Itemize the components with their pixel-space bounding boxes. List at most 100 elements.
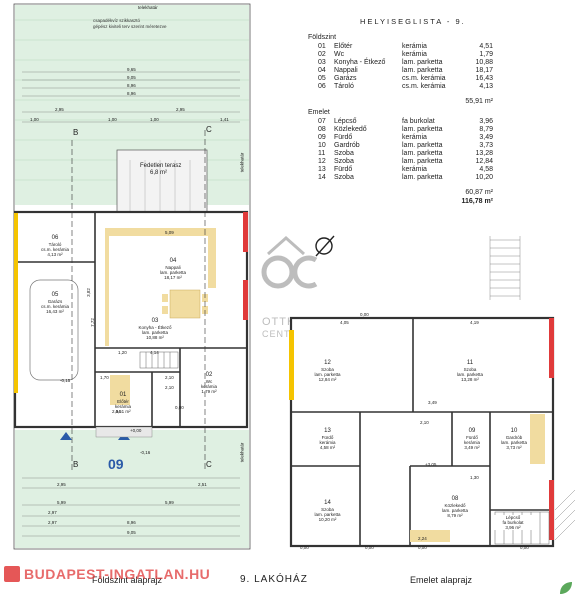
room-list-floor: lam. parketta xyxy=(402,67,443,74)
ground-accent-red-2 xyxy=(243,280,248,320)
room-list-name: Wc xyxy=(334,51,345,58)
dim-u-6: 3,49 xyxy=(428,400,437,405)
watermark-house-icon xyxy=(4,566,20,582)
dim-top-7: 2,95 xyxy=(176,107,185,112)
room-list-area: 12,84 xyxy=(475,158,493,165)
dim-g-12: 2,94 xyxy=(112,409,121,414)
dim-g-18: 8,96 xyxy=(127,520,136,525)
dim-u-10: 0,00 xyxy=(365,545,374,550)
dim-top-9: 1,00 xyxy=(150,117,159,122)
dim-u-11: 0,00 xyxy=(418,545,427,550)
logo-line-2: CENTRUM xyxy=(262,329,314,339)
room-list-floor: cs.m. kerámia xyxy=(402,83,446,90)
room-list-area: 3,49 xyxy=(479,134,493,141)
dim-g-7: 2,10 xyxy=(165,385,174,390)
dim-g-17: 5,99 xyxy=(165,500,174,505)
upper-accent-red-1 xyxy=(549,318,554,378)
kitchen-counter xyxy=(105,228,215,236)
room-list-num: 06 xyxy=(318,83,326,90)
room-list-name: Gardrób xyxy=(334,142,360,149)
dim-g-1: 5,09 xyxy=(165,230,174,235)
room-05: 05 Garázs cs.m. kerámia 16,43 m² xyxy=(40,292,69,314)
room-list-num: 11 xyxy=(318,150,326,157)
room-list-area: 4,51 xyxy=(479,43,493,50)
garden-bottom xyxy=(15,430,249,548)
room-10: 10 Gardrób lam. parketta 3,73 m² xyxy=(500,428,527,450)
room-list-name: Közlekedő xyxy=(334,126,367,133)
dim-u-7: 2,24 xyxy=(418,536,427,541)
dim-g-11: +0,00 xyxy=(130,428,142,433)
room-12: 12 Szoba lam. parketta 12,84 m² xyxy=(314,360,341,382)
room-list-num: 09 xyxy=(318,134,326,141)
dim-top-2: 9,05 xyxy=(127,75,136,80)
room-list-name: Konyha - Étkező xyxy=(334,59,386,66)
dim-top-4: 8,96 xyxy=(127,91,136,96)
upper-floor-label: Emelet xyxy=(308,109,330,116)
dim-g-20: 2,97 xyxy=(48,510,57,515)
upper-outline xyxy=(289,316,555,548)
room-list-num: 13 xyxy=(318,166,326,173)
room-13: 13 Fürdő kerámia 4,58 m² xyxy=(319,428,336,450)
room-04: 04 Nappali lam. parketta 18,17 m² xyxy=(159,258,186,280)
upper-accent-yellow xyxy=(289,330,294,400)
drain-note-2: gépész kiviteli terv szerint méretezve xyxy=(93,24,167,29)
room-list-area: 4,58 xyxy=(479,166,493,173)
dim-g-4: 1,20 xyxy=(118,350,127,355)
terrace-area: 6,8 m² xyxy=(150,170,168,176)
dim-u-8: 1,30 xyxy=(470,475,479,480)
room-list-num: 05 xyxy=(318,75,326,82)
room-list-area: 13,28 xyxy=(475,150,493,157)
room-list-floor: fa burkolat xyxy=(402,118,435,125)
room-list-floor: kerámia xyxy=(402,51,427,58)
room-list-floor: lam. parketta xyxy=(402,158,443,165)
room-list-area: 10,20 xyxy=(475,174,493,181)
dim-g-15: 2,51 xyxy=(198,482,207,487)
dim-u-4: +3,05 xyxy=(425,462,437,467)
room-list-floor: cs.m. kerámia xyxy=(402,75,446,82)
room-list-num: 07 xyxy=(318,118,326,125)
ground-subtotal: 55,91 m² xyxy=(465,98,493,105)
room-list-floor: kerámia xyxy=(402,43,427,50)
room-list-area: 10,88 xyxy=(475,59,493,66)
dim-g-9: -0,15 xyxy=(60,378,71,383)
leaf-icon xyxy=(560,582,572,594)
room-07: Lépcső fa burkolat 3,96 m² xyxy=(493,515,533,530)
room-list-area: 4,13 xyxy=(479,83,493,90)
room-list-name: Fürdő xyxy=(334,134,353,141)
room-list-area: 3,96 xyxy=(479,118,493,125)
ground-accent-left xyxy=(14,213,18,393)
room-list-num: 14 xyxy=(318,174,326,181)
dim-u-12: 0,00 xyxy=(520,545,529,550)
dim-top-5: 2,95 xyxy=(55,107,64,112)
dim-u-1: 4,05 xyxy=(340,320,349,325)
terrace xyxy=(116,149,208,213)
watermark-text: BUDAPEST-INGATLAN.HU xyxy=(24,566,211,582)
upper-subtotal: 60,87 m² xyxy=(465,189,493,196)
room-list-name: Szoba xyxy=(334,174,354,181)
room-list-name: Garázs xyxy=(334,75,357,82)
telekhatar-top: telekhatár xyxy=(138,5,158,10)
room-list-num: 08 xyxy=(318,126,326,133)
otthon-centrum-logo xyxy=(261,235,335,289)
ground-accent-red-1 xyxy=(243,212,248,252)
room-list-area: 1,79 xyxy=(479,51,493,58)
room-14: 14 Szoba lam. parketta 10,20 m² xyxy=(314,500,341,522)
ground-floor-label: Földszint xyxy=(308,34,337,41)
stairs-ground xyxy=(139,351,179,369)
dim-g-16: 5,99 xyxy=(57,500,66,505)
dim-u-5: 2,10 xyxy=(420,420,429,425)
dim-g-14: 2,95 xyxy=(57,482,66,487)
room-11: 11 Szoba lam. parketta 13,28 m² xyxy=(456,360,483,382)
dim-g-8: 1,70 xyxy=(100,375,109,380)
room-list-floor: lam. parketta xyxy=(402,59,443,66)
entrance-arrow-1 xyxy=(60,432,72,440)
room-02: 02 Wc kerámia 1,79 m² xyxy=(200,372,217,394)
section-b-bottom: B xyxy=(73,460,79,469)
drain-note-1: csapadékvíz szikkasztó xyxy=(93,18,141,23)
dim-u-9: 0,00 xyxy=(300,545,309,550)
